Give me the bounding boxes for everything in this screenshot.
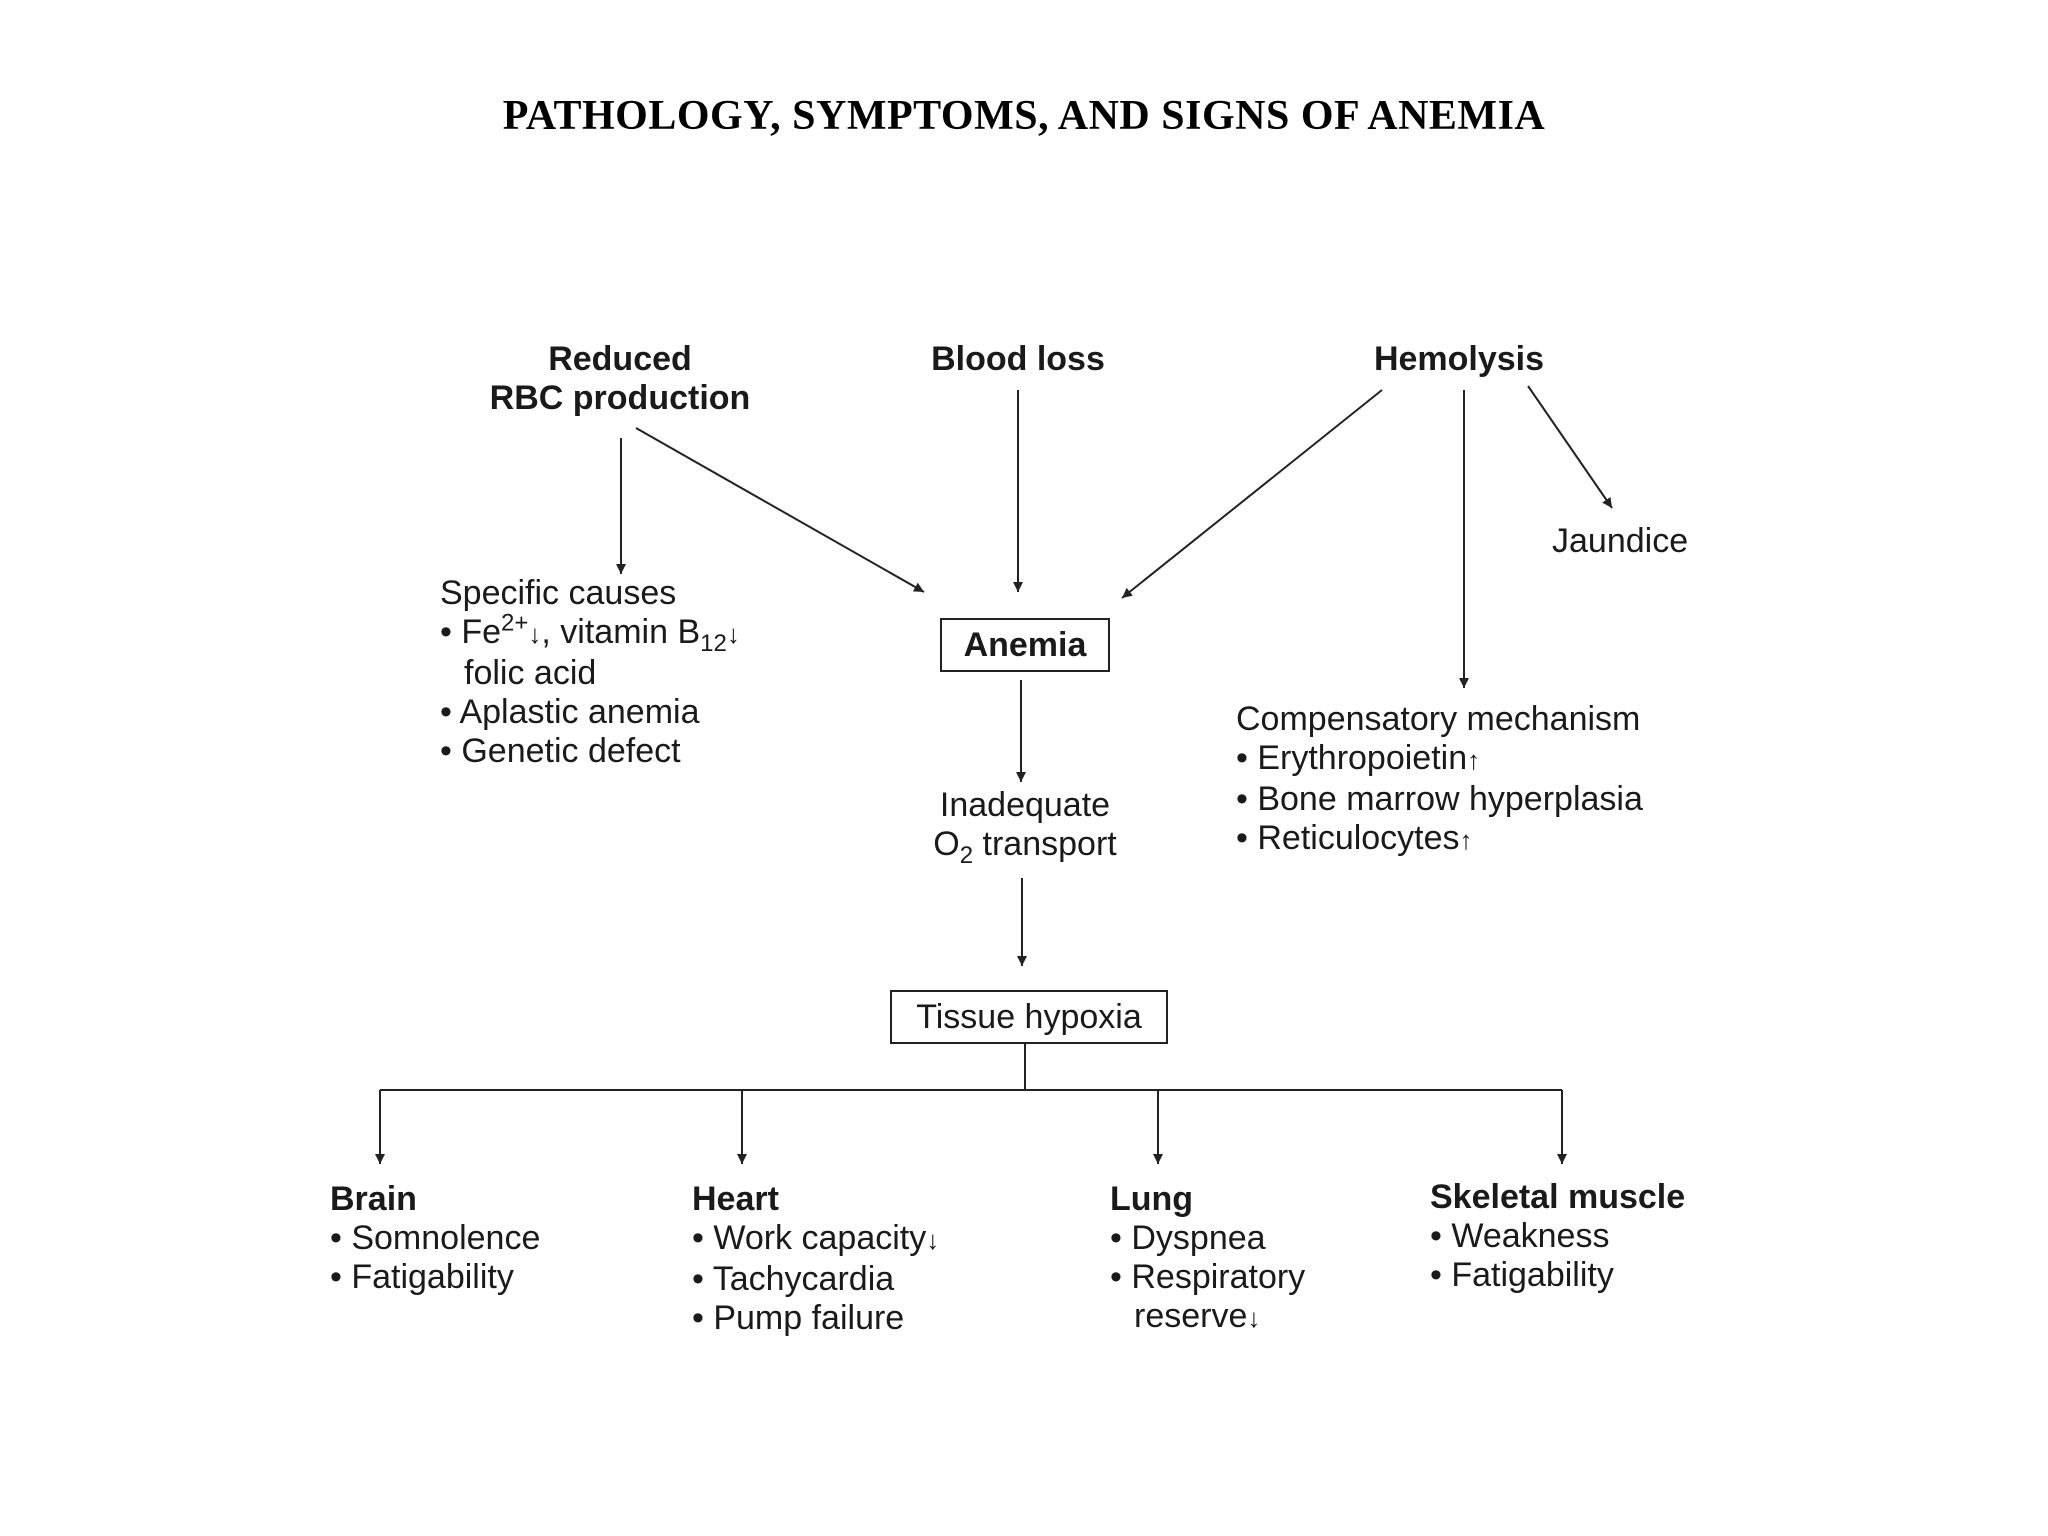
- compensatory-item1: • Erythropoietin↑: [1236, 739, 1643, 780]
- compensatory-heading: Compensatory mechanism: [1236, 700, 1641, 738]
- page-title: PATHOLOGY, SYMPTOMS, AND SIGNS OF ANEMIA: [502, 93, 1546, 139]
- up-arrow-icon: ↑: [1459, 825, 1473, 855]
- o2-line2: O2 transport: [880, 825, 1170, 867]
- arrow-hemolysis-to-anemia: [1121, 389, 1383, 599]
- o2-symbol: O: [933, 825, 960, 863]
- compensatory-item1-text: • Erythropoietin: [1236, 739, 1468, 777]
- down-arrow-icon: ↓: [726, 619, 740, 649]
- reduced-line1: Reduced: [548, 340, 692, 378]
- heart-item2: • Tachycardia: [692, 1260, 895, 1298]
- reduced-line2: RBC production: [489, 379, 751, 417]
- down-arrow-icon: ↓: [528, 619, 542, 649]
- node-specific-causes: Specific causes • Fe2+↓, vitamin B12↓ fo…: [440, 574, 740, 771]
- item1-sub: 12: [700, 629, 727, 657]
- specific-causes-heading: Specific causes: [440, 574, 677, 612]
- brain-item2: • Fatigability: [330, 1258, 514, 1296]
- specific-causes-item3: • Genetic defect: [440, 732, 681, 770]
- node-compensatory-mechanism: Compensatory mechanism • Erythropoietin↑…: [1236, 700, 1643, 860]
- item1-mid: , vitamin B: [541, 613, 701, 651]
- heart-item3: • Pump failure: [692, 1299, 905, 1337]
- down-arrow-icon: ↓: [1247, 1303, 1261, 1333]
- node-anemia: Anemia: [940, 618, 1110, 672]
- node-hemolysis: Hemolysis: [1373, 340, 1545, 378]
- arrow-hemolysis-to-jaundice: [1527, 385, 1613, 509]
- skeletal-heading: Skeletal muscle: [1430, 1178, 1686, 1216]
- node-reduced-rbc-production: Reduced RBC production: [460, 340, 780, 418]
- lung-item2-cont-text: reserve: [1134, 1297, 1248, 1335]
- node-jaundice: Jaundice: [1552, 522, 1689, 560]
- node-skeletal-muscle: Skeletal muscle • Weakness • Fatigabilit…: [1430, 1178, 1685, 1295]
- specific-causes-item1: • Fe2+↓, vitamin B12↓: [440, 609, 740, 657]
- skeletal-item1: • Weakness: [1430, 1217, 1610, 1255]
- heart-item1: • Work capacity↓: [692, 1219, 939, 1260]
- arrow-reduced-to-anemia: [635, 427, 925, 593]
- node-lung: Lung • Dyspnea • Respiratory reserve↓: [1110, 1180, 1305, 1338]
- node-blood-loss: Blood loss: [931, 340, 1105, 378]
- brain-item1: • Somnolence: [330, 1219, 541, 1257]
- skeletal-item2: • Fatigability: [1430, 1256, 1614, 1294]
- lung-heading: Lung: [1110, 1180, 1194, 1218]
- node-brain: Brain • Somnolence • Fatigability: [330, 1180, 540, 1297]
- lung-item1: • Dyspnea: [1110, 1219, 1266, 1257]
- up-arrow-icon: ↑: [1467, 745, 1481, 775]
- compensatory-item3: • Reticulocytes↑: [1236, 819, 1643, 860]
- o2-transport-word: transport: [973, 825, 1117, 863]
- item1-pre: • Fe: [440, 613, 502, 651]
- lung-item2-cont: reserve↓: [1110, 1297, 1305, 1338]
- heart-heading: Heart: [692, 1180, 779, 1218]
- down-arrow-icon: ↓: [926, 1225, 940, 1255]
- compensatory-item2: • Bone marrow hyperplasia: [1236, 780, 1643, 818]
- compensatory-item3-text: • Reticulocytes: [1236, 819, 1460, 857]
- node-tissue-hypoxia: Tissue hypoxia: [890, 990, 1168, 1044]
- specific-causes-item1-cont: folic acid: [464, 654, 597, 692]
- lung-item2: • Respiratory: [1110, 1258, 1306, 1296]
- node-inadequate-o2-transport: Inadequate O2 transport: [880, 786, 1170, 867]
- specific-causes-item2: • Aplastic anemia: [440, 693, 700, 731]
- heart-item1-text: • Work capacity: [692, 1219, 927, 1257]
- brain-heading: Brain: [330, 1180, 417, 1218]
- o2-line1: Inadequate: [939, 786, 1111, 824]
- item1-sup: 2+: [501, 609, 529, 637]
- node-heart: Heart • Work capacity↓ • Tachycardia • P…: [692, 1180, 939, 1338]
- o2-subscript: 2: [959, 841, 974, 869]
